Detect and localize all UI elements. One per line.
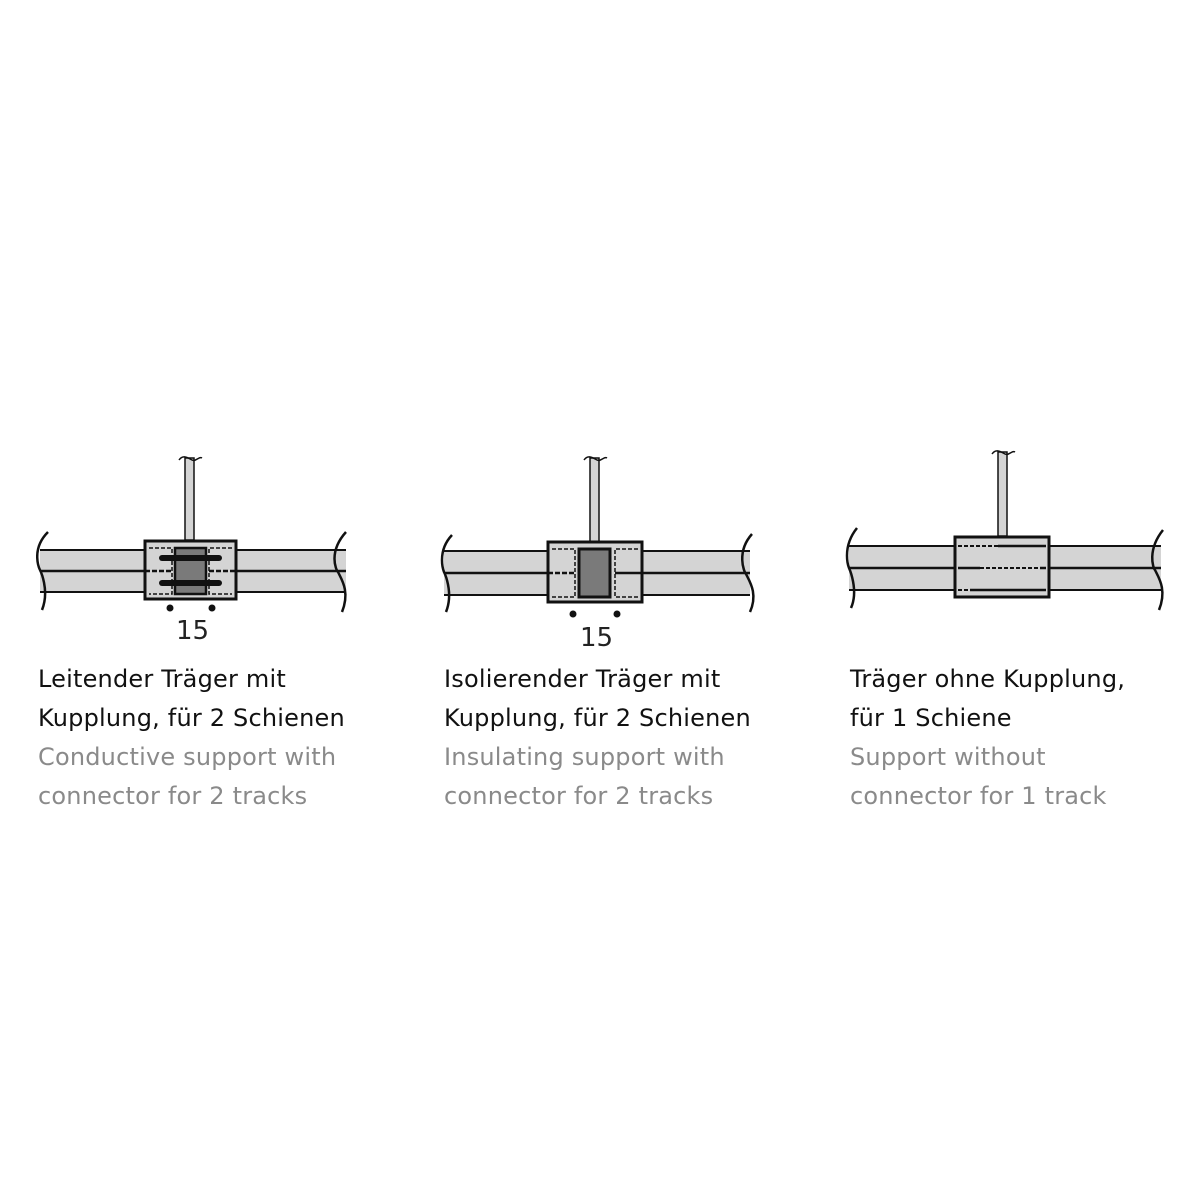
caption-en-line-2: connector for 2 tracks [38,782,308,810]
caption-en-line-2: connector for 1 track [850,782,1107,810]
caption-en-line-1: Insulating support with [444,743,725,771]
caption-de-line-1: Isolierender Träger mit [444,665,721,693]
hanger-rod [991,450,1016,537]
caption-insulating: Isolierender Träger mit Kupplung, für 2 … [444,660,751,816]
caption-en-line-1: Conductive support with [38,743,337,771]
dimension-marker: 15 [569,610,621,650]
connector-block [143,539,238,601]
caption-de-line-1: Träger ohne Kupplung, [850,665,1126,693]
hanger-rod [583,456,608,543]
connector-block [546,540,644,604]
caption-en-line-2: connector for 2 tracks [444,782,714,810]
hanger-rod [178,456,203,541]
caption-de-line-1: Leitender Träger mit [38,665,286,693]
caption-de-line-2: Kupplung, für 2 Schienen [38,704,345,732]
conductive-support-diagram: 15 [36,456,347,646]
dimension-label: 15 [176,616,209,646]
insulator-core [173,546,208,596]
caption-conductive: Leitender Träger mit Kupplung, für 2 Sch… [38,660,345,816]
caption-de-line-2: für 1 Schiene [850,704,1012,732]
caption-en-line-1: Support without [850,743,1046,771]
caption-no-connector: Träger ohne Kupplung, für 1 Schiene Supp… [850,660,1125,816]
caption-de-line-2: Kupplung, für 2 Schienen [444,704,751,732]
insulator-core [577,547,612,599]
insulating-support-diagram: 15 [440,456,755,650]
dimension-marker: 15 [166,604,216,646]
support-without-connector-diagram [845,450,1164,611]
dimension-label: 15 [580,623,613,650]
connector-block [953,535,1051,599]
